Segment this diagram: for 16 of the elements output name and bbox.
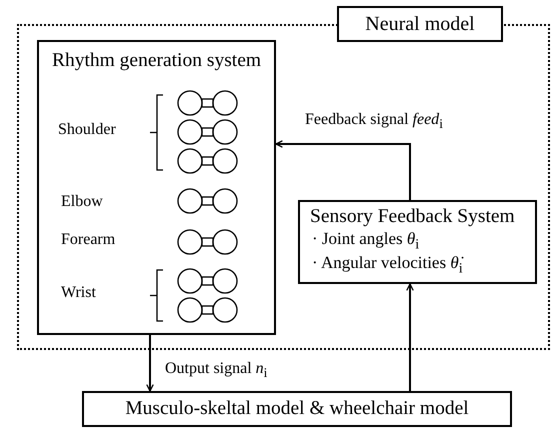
system-box bbox=[37, 40, 276, 335]
arrow bbox=[146, 335, 154, 392]
joint-label: Forearm bbox=[61, 231, 116, 249]
joint-label: Elbow bbox=[61, 193, 103, 211]
joint-label: Wrist bbox=[61, 284, 96, 302]
region-title: Neural model bbox=[337, 6, 503, 42]
box-title: Musculo-skeltal model & wheelchair model bbox=[125, 398, 469, 420]
bullet-item: · Angular velocities θ̇$_{i}$ bbox=[311, 253, 463, 278]
box-title: Rhythm generation system bbox=[52, 50, 262, 72]
bullet-item: · Joint angles θ$_{i}$ bbox=[311, 228, 420, 254]
system-box bbox=[298, 200, 537, 284]
arrow bbox=[275, 140, 411, 200]
model-box bbox=[82, 391, 512, 427]
box-title: Sensory Feedback System bbox=[310, 206, 515, 229]
joint-label: Shoulder bbox=[58, 121, 116, 139]
arrow bbox=[406, 283, 414, 391]
